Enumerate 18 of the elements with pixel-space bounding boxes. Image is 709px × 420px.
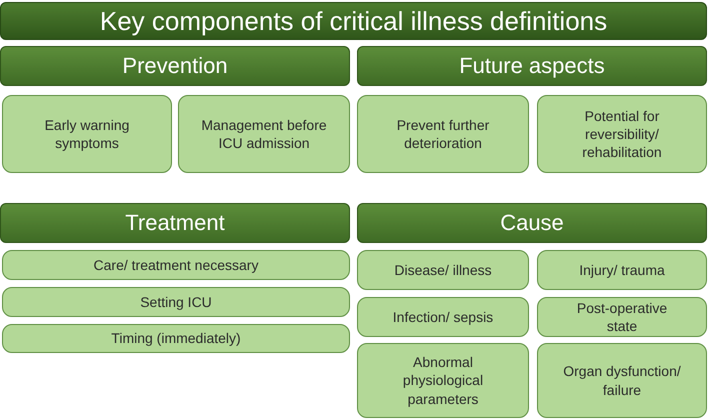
component-box: Injury/ trauma [537,250,707,290]
component-box: Potential for reversibility/ rehabilitation [537,95,707,173]
component-box: Care/ treatment necessary [2,250,350,280]
category-header: Prevention [0,46,350,86]
component-box: Disease/ illness [357,250,529,290]
component-box: Management before ICU admission [178,95,350,173]
component-box: Organ dysfunction/ failure [537,343,707,418]
component-box: Abnormal physiological parameters [357,343,529,418]
component-box: Infection/ sepsis [357,297,529,337]
component-box: Early warning symptoms [2,95,172,173]
component-box: Post-operative state [537,297,707,337]
component-box: Setting ICU [2,287,350,317]
category-header: Future aspects [357,46,707,86]
component-box: Timing (immediately) [2,324,350,353]
title-banner: Key components of critical illness definitions [0,2,707,40]
category-header: Cause [357,203,707,243]
component-box: Prevent further deterioration [357,95,529,173]
category-header: Treatment [0,203,350,243]
